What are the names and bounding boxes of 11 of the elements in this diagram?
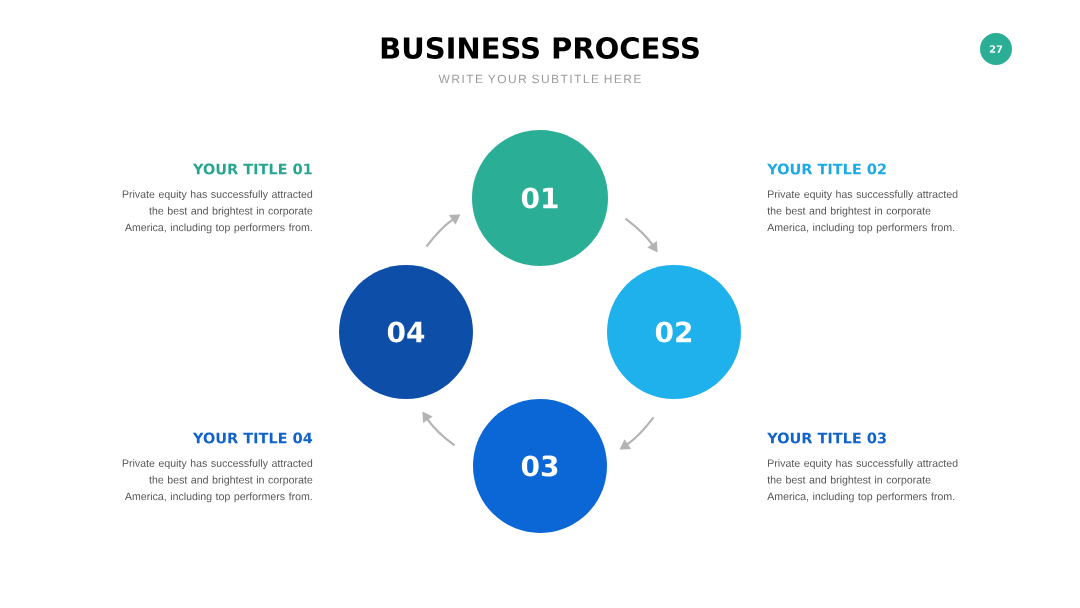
body-text: Private equity has successfully attracted the best and brightest in corporate America, including top performers from. [122, 459, 313, 503]
body-text: Private equity has successfully attracted the best and brightest in corporate America, including top performers from. [767, 459, 958, 503]
step-heading: YOUR TITLE 02 [767, 163, 886, 175]
step-heading: YOUR TITLE 01 [192, 163, 312, 175]
body-text: Private equity has successfully attracted the best and brightest in corporate America, including top performers from. [122, 190, 313, 234]
step-heading: YOUR TITLE 03 [767, 432, 886, 444]
subtitle: WRITE YOUR SUBTITLE HERE [438, 74, 641, 84]
body-text: Private equity has successfully attracted the best and brightest in corporate America, including top performers from. [767, 190, 958, 234]
step-heading: YOUR TITLE 04 [192, 432, 313, 444]
title: BUSINESS PROCESS [381, 37, 699, 59]
page-number-badge: 27 [980, 33, 1012, 65]
